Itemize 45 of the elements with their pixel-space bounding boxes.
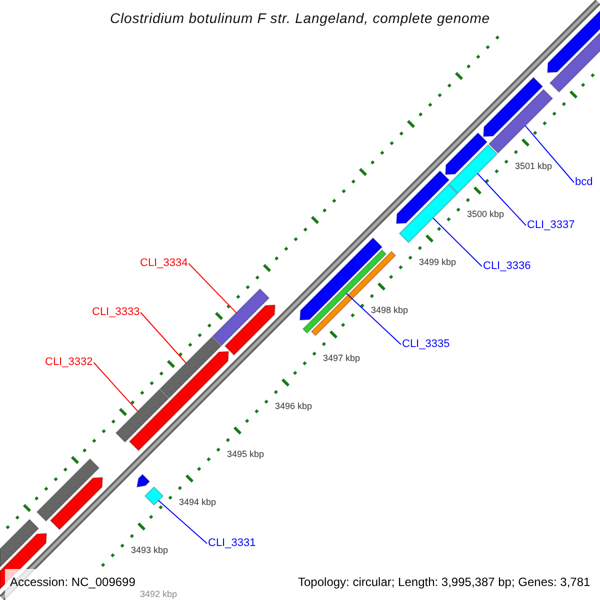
gene-label: CLI_3335 [402, 339, 450, 350]
position-label: 3492 kbp [140, 590, 178, 599]
leader-line [477, 173, 526, 226]
gene-feature [144, 486, 164, 506]
position-label: 3501 kbp [515, 162, 552, 170]
gene-feature [159, 336, 222, 399]
leader-line [524, 125, 574, 183]
gene-label: CLI_3332 [45, 357, 93, 368]
gene-feature [448, 144, 498, 194]
position-label: 3500 kbp [467, 210, 504, 218]
position-label: 3497 kbp [323, 354, 360, 362]
genome-stats-text: Topology: circular; Length: 3,995,387 bp; Genes: 3,781 [298, 576, 590, 588]
position-label: 3498 kbp [371, 306, 408, 314]
position-label: 3496 kbp [275, 402, 312, 410]
accession-text: Accession: NC_009699 [10, 576, 136, 588]
gene-feature [0, 518, 40, 568]
gene-feature [50, 476, 104, 530]
gene-feature [136, 474, 150, 488]
gene-feature [396, 170, 450, 224]
gene-label: CLI_3331 [208, 538, 256, 549]
gene-feature [482, 76, 544, 138]
gene-label: CLI_3334 [140, 258, 188, 269]
leader-line [158, 500, 208, 544]
gene-label: CLI_3337 [527, 220, 575, 231]
position-label: 3494 kbp [179, 498, 216, 506]
leader-line [346, 293, 402, 345]
position-label: 3495 kbp [227, 450, 264, 458]
gene-feature [224, 304, 276, 356]
position-label: 3493 kbp [131, 546, 168, 554]
leader-line [93, 362, 138, 412]
gene-feature [398, 184, 458, 244]
leader-line [140, 312, 186, 364]
gene-feature [444, 132, 488, 176]
position-label: 3499 kbp [419, 258, 456, 266]
gene-feature [212, 288, 270, 346]
gene-label: bcd [575, 177, 593, 188]
gene-label: CLI_3336 [483, 261, 531, 272]
gene-feature [128, 350, 230, 452]
leader-line [432, 218, 482, 267]
gene-feature [488, 88, 554, 154]
leader-line [188, 263, 237, 314]
gene-feature [115, 388, 170, 443]
gene-label: CLI_3333 [92, 307, 140, 318]
chart-title: Clostridium botulinum F str. Langeland, complete genome [109, 11, 491, 25]
gene-feature [36, 458, 100, 522]
